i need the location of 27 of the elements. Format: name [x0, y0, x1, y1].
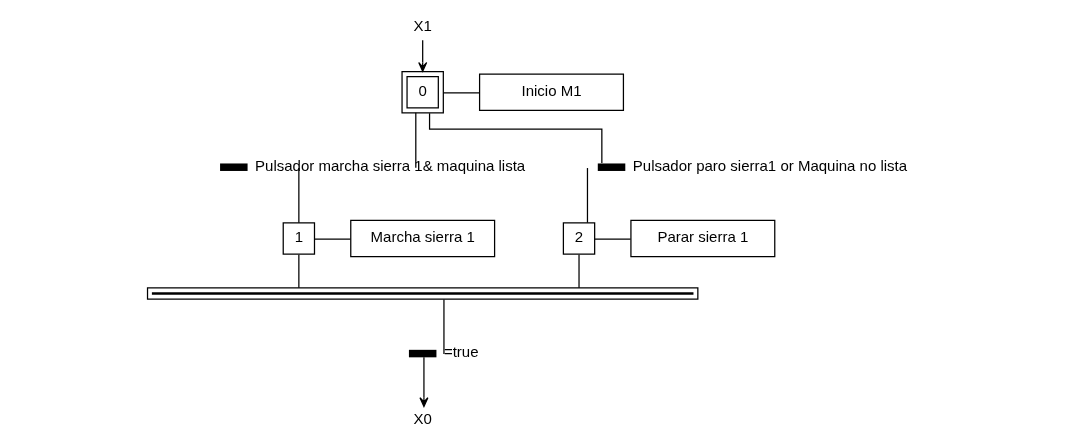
arrow: [417, 39, 427, 72]
node-bar: [408, 349, 436, 357]
node-box: 0: [400, 70, 444, 113]
node-text: X0: [413, 409, 432, 427]
node-label: Pulsador paro sierra1 or Maquina no lista: [632, 156, 907, 174]
node-box: Parar sierra 1: [629, 219, 775, 257]
arrow: [418, 356, 428, 407]
node-bar: [219, 162, 248, 171]
node-box: 1: [282, 221, 315, 255]
connector: [414, 111, 416, 168]
node-bar: [597, 162, 625, 171]
node-box: Inicio M1: [478, 72, 624, 111]
connector: [577, 253, 580, 288]
connector: [313, 238, 351, 240]
node-box: 2: [562, 221, 595, 255]
connector: [586, 166, 588, 223]
connector: [428, 112, 602, 164]
connector: [297, 253, 299, 288]
node-text: X1: [413, 16, 432, 34]
connector: [297, 166, 299, 223]
node-label: Pulsador marcha sierra 1& maquina lista: [254, 156, 525, 174]
node-label: =true: [443, 342, 479, 360]
connector: [593, 238, 631, 240]
connector: [442, 91, 480, 93]
node-box: Marcha sierra 1: [349, 219, 495, 257]
node-line: [146, 286, 698, 300]
connector: [442, 298, 445, 355]
